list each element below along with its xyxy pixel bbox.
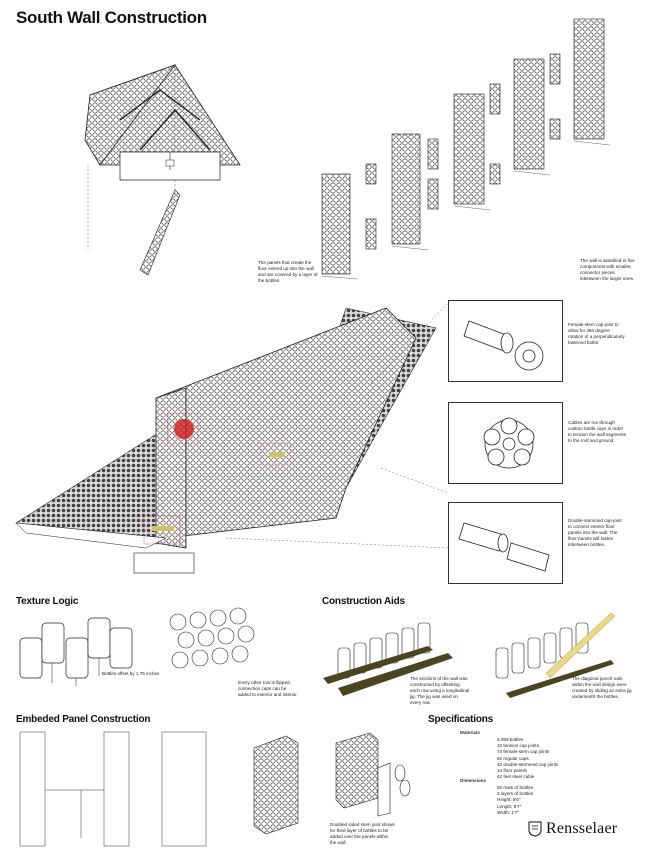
caption-bottles-offset: Bottles offset by 1.75 inches <box>102 671 160 676</box>
section-title-texture-logic: Texture Logic <box>16 596 79 607</box>
wall-components-illustration <box>321 18 611 280</box>
dimensions-item: Height: 8'6" <box>497 797 521 803</box>
section-title-construction-aids: Construction Aids <box>322 596 405 607</box>
dimensions-item: 3 layers of bottles <box>497 791 534 797</box>
double-stem-joint-illustration <box>458 522 550 572</box>
texture-logic-bottles-illustration <box>19 617 133 686</box>
materials-item: 60 regular caps <box>497 755 529 761</box>
materials-item: 14 floor panels <box>497 768 528 774</box>
caption-panels-floor: The panels that create the floor extend … <box>258 260 318 283</box>
dimensions-list: 50 rows of bottles 3 layers of bottles H… <box>497 785 533 816</box>
caption-sections-constructed: The sections of the wall was constructed… <box>410 676 470 705</box>
female-stem-joint-illustration <box>463 320 544 371</box>
embedded-panel-elevation-1 <box>19 731 130 847</box>
embedded-panel-axonometric <box>253 735 299 835</box>
materials-item: 74 female-stem cap joints <box>497 749 550 755</box>
caption-cables: Cables are run through custom bottle cap… <box>568 420 626 443</box>
detail-box-cables <box>448 402 563 484</box>
cable-cap-illustration <box>483 417 535 469</box>
materials-item: 10 tension cap joints <box>497 743 539 749</box>
materials-list: 5,089 bottles 10 tension cap joints 74 f… <box>497 737 558 780</box>
caption-row-flipped: Every other row is flipped, connection c… <box>238 680 298 697</box>
caption-double-stem: Double-stemmed cap-joint to connect inte… <box>568 518 622 547</box>
rensselaer-logo: Rensselaer <box>528 820 617 838</box>
texture-logic-flipped-rows-illustration <box>169 607 255 669</box>
doubled-stem-panel-illustration <box>335 732 411 817</box>
dimensions-item: Length: 8'7" <box>497 803 522 809</box>
section-title-embedded-panel: Embeded Panel Construction <box>16 714 151 725</box>
dimensions-item: Width: 1'7" <box>497 809 519 815</box>
caption-doubled-stem: Doubled sided stem joint shows for third… <box>330 822 395 845</box>
construction-jig-illustration-2 <box>495 612 616 698</box>
detail-box-double-stem <box>448 502 563 584</box>
page-title: South Wall Construction <box>16 8 207 27</box>
materials-item: 5,089 bottles <box>497 737 524 742</box>
detail-box-female-stem <box>448 300 563 382</box>
logo-text: Rensselaer <box>546 820 618 837</box>
construction-jig-illustration-1 <box>323 622 453 696</box>
embedded-panel-elevation-2 <box>161 731 207 847</box>
caption-female-stem: Female-stem cap-joint to allow for 360 d… <box>568 322 625 345</box>
caption-diagonal-punch: The diagonal punch-outs within the wall … <box>572 676 632 699</box>
dimensions-item: 50 rows of bottles <box>497 785 534 790</box>
roof-section-illustration <box>84 64 241 276</box>
dimensions-label: Dimensions <box>460 778 487 783</box>
materials-label: Materials <box>460 730 480 735</box>
caption-wall-assembled: The wall is assebled in five components … <box>580 258 635 281</box>
seal-icon <box>528 821 542 837</box>
section-title-specifications: Specifications <box>428 714 493 725</box>
main-axonometric-illustration <box>15 302 449 574</box>
materials-item: 42 double-stemmed cap joints <box>497 761 559 767</box>
materials-item: 42 feet steel cable <box>497 774 535 780</box>
